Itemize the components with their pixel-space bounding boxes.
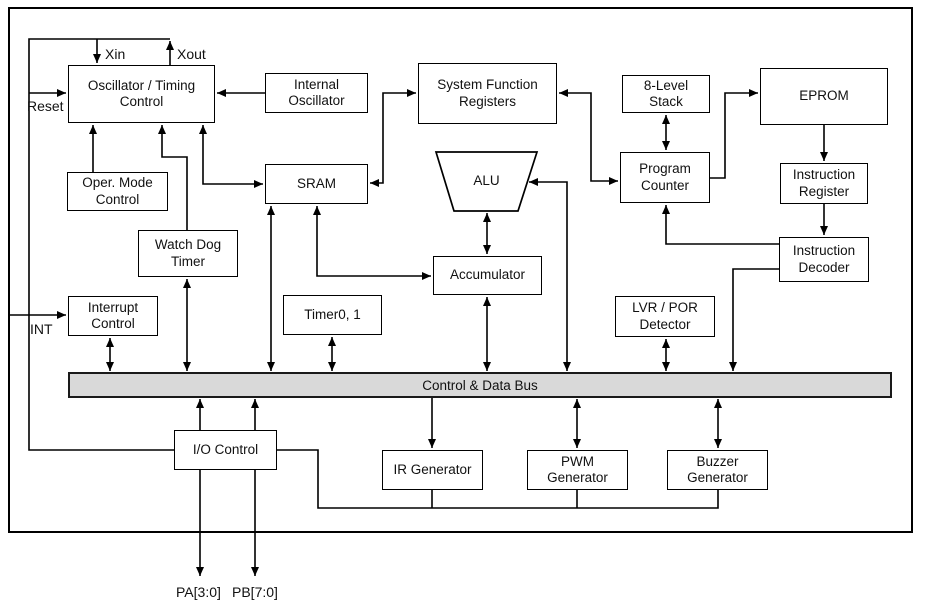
block-instruction-register: Instruction Register (780, 163, 868, 204)
conn-io-generators (277, 449, 719, 509)
block-system-function-registers: System Function Registers (418, 63, 557, 124)
conn-idec-pc (662, 205, 779, 245)
block-oscillator-timing-control: Oscillator / Timing Control (68, 65, 215, 123)
conn-sram-sfr (370, 89, 416, 187)
conn-left-rail (28, 38, 174, 451)
block-label: LVR / POR Detector (632, 300, 698, 332)
block-eprom: EPROM (760, 68, 888, 125)
bus-label: Control & Data Bus (422, 377, 538, 393)
block-timer01: Timer0, 1 (283, 295, 382, 335)
block-label: Accumulator (449, 267, 526, 283)
conn-pc-eprom (710, 89, 758, 179)
conn-sram-acc (313, 206, 431, 280)
block-io-control: I/O Control (174, 430, 277, 470)
block-accumulator: Accumulator (433, 256, 542, 295)
block-sram: SRAM (265, 164, 368, 204)
control-data-bus: Control & Data Bus (68, 372, 892, 398)
block-interrupt-control: Interrupt Control (68, 296, 158, 336)
block-watch-dog-timer: Watch Dog Timer (138, 230, 238, 277)
block-label: System Function Registers (437, 77, 538, 109)
chip-outline (8, 7, 913, 533)
block-label: ALU (473, 173, 500, 189)
block-program-counter: Program Counter (620, 152, 710, 203)
conn-osc-sram (199, 125, 263, 188)
block-pwm-generator: PWM Generator (527, 450, 628, 490)
block-label: Buzzer Generator (687, 453, 748, 485)
pin-label-int: INT (30, 321, 53, 337)
block-label: Oper. Mode Control (82, 175, 153, 207)
block-label: Interrupt Control (87, 299, 139, 331)
block-alu-label: ALU (436, 152, 537, 211)
block-label: Internal Oscillator (288, 76, 345, 108)
block-internal-oscillator: Internal Oscillator (265, 73, 368, 113)
pin-label-pb: PB[7:0] (232, 584, 278, 600)
alu-trapezoid (434, 151, 539, 212)
block-label: SRAM (296, 175, 336, 191)
block-label: IR Generator (393, 461, 472, 477)
block-label: I/O Control (192, 441, 259, 457)
block-label: Program Counter (639, 161, 691, 193)
block-label: Instruction Register (792, 167, 856, 199)
block-label: EPROM (799, 88, 849, 104)
block-label: Timer0, 1 (304, 306, 361, 322)
pin-label-pa: PA[3:0] (176, 584, 221, 600)
block-label: 8-Level Stack (643, 77, 689, 109)
conn-alu-bus (529, 178, 571, 371)
block-ir-generator: IR Generator (382, 450, 483, 490)
block-label: PWM Generator (547, 453, 608, 485)
block-label: Oscillator / Timing Control (87, 77, 196, 109)
conn-wdt-osc (158, 125, 188, 230)
pin-label-xin: Xin (105, 46, 126, 62)
block-lvr-por-detector: LVR / POR Detector (615, 296, 715, 337)
block-instruction-decoder: Instruction Decoder (779, 237, 869, 282)
block-label: Watch Dog Timer (154, 237, 222, 269)
block-oper-mode-control: Oper. Mode Control (67, 172, 168, 211)
conn-sfr-pc (559, 89, 618, 185)
conn-idec-bus (729, 268, 779, 371)
block-buzzer-generator: Buzzer Generator (667, 450, 768, 490)
block-label: Instruction Decoder (792, 243, 856, 275)
block-8-level-stack: 8-Level Stack (622, 75, 710, 113)
pin-label-xout: Xout (177, 46, 206, 62)
pin-label-reset: Reset (27, 98, 64, 114)
